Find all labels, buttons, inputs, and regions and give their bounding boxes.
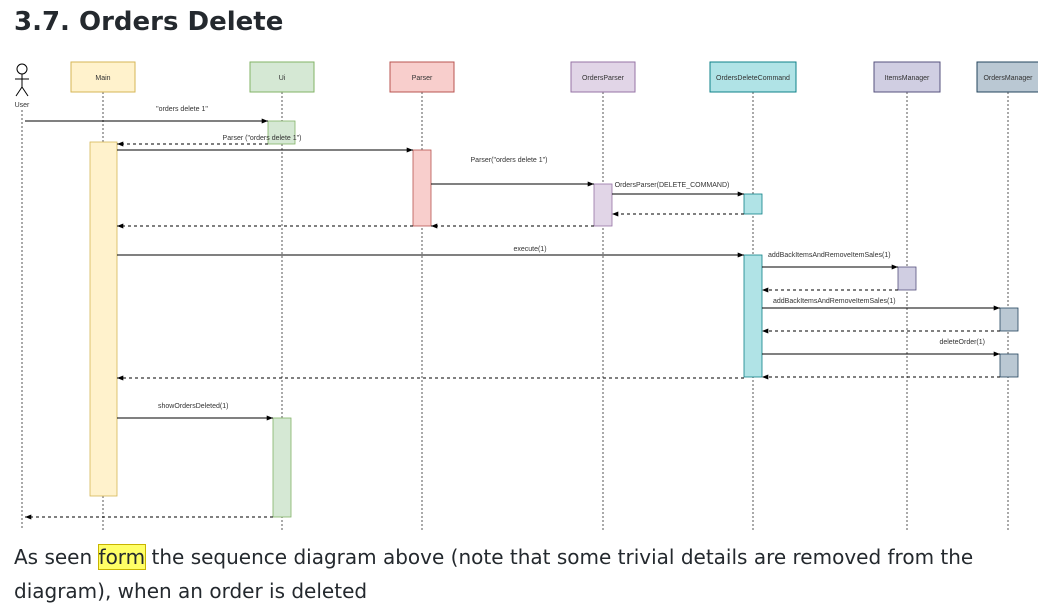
activation-main-2 — [89, 141, 118, 497]
activation-odc-6 — [743, 254, 763, 378]
message-label-4: Parser("orders delete 1") — [471, 157, 548, 164]
activation-parser-3 — [412, 149, 432, 227]
participant-box-ordersparser — [570, 61, 636, 93]
participant-box-items — [873, 61, 941, 93]
participant-label-parser: Parser — [412, 75, 433, 82]
activation-items-7 — [897, 266, 917, 291]
participant-box-odc — [709, 61, 797, 93]
caption-text-start: As seen — [14, 545, 99, 569]
message-label-14: deleteOrder(1) — [939, 339, 985, 346]
message-label-12: addBackItemsAndRemoveItemSales(1) — [773, 298, 896, 305]
message-label-5: OrdersParser(DELETE_COMMAND) — [615, 182, 730, 189]
caption-text-end: the sequence diagram above (note that so… — [14, 545, 974, 603]
actor-label: User — [15, 102, 30, 109]
participant-label-ui: Ui — [279, 75, 286, 82]
message-label-3: Parser ("orders delete 1") — [223, 135, 302, 142]
participant-box-orders — [976, 61, 1038, 93]
caption-paragraph: As seen form the sequence diagram above … — [14, 540, 1029, 608]
participant-label-orders: OrdersManager — [983, 75, 1033, 82]
activation-ui-1 — [267, 120, 296, 145]
activation-ordersparser-4 — [593, 183, 613, 227]
participant-label-ordersparser: OrdersParser — [582, 75, 625, 82]
activation-orders-9 — [999, 353, 1019, 378]
participant-box-parser — [389, 61, 455, 93]
user-actor-icon — [15, 63, 29, 97]
participant-label-items: ItemsManager — [885, 75, 930, 82]
activation-ui-10 — [272, 417, 292, 518]
message-label-1: "orders delete 1" — [156, 106, 208, 113]
activation-odc-5 — [743, 193, 763, 215]
message-label-17: showOrdersDeleted(1) — [158, 403, 228, 410]
participant-label-odc: OrdersDeleteCommand — [716, 75, 790, 82]
activation-orders-8 — [999, 307, 1019, 332]
message-label-10: addBackItemsAndRemoveItemSales(1) — [768, 252, 891, 259]
participant-box-ui — [249, 61, 315, 93]
section-heading: 3.7. Orders Delete — [14, 7, 284, 37]
participant-box-main — [70, 61, 136, 93]
participant-label-main: Main — [95, 75, 110, 82]
message-label-9: execute(1) — [513, 246, 546, 253]
sequence-diagram: User Main Ui Parser OrdersParser OrdersDelete… — [15, 61, 1038, 530]
highlighted-word: form — [97, 544, 147, 570]
